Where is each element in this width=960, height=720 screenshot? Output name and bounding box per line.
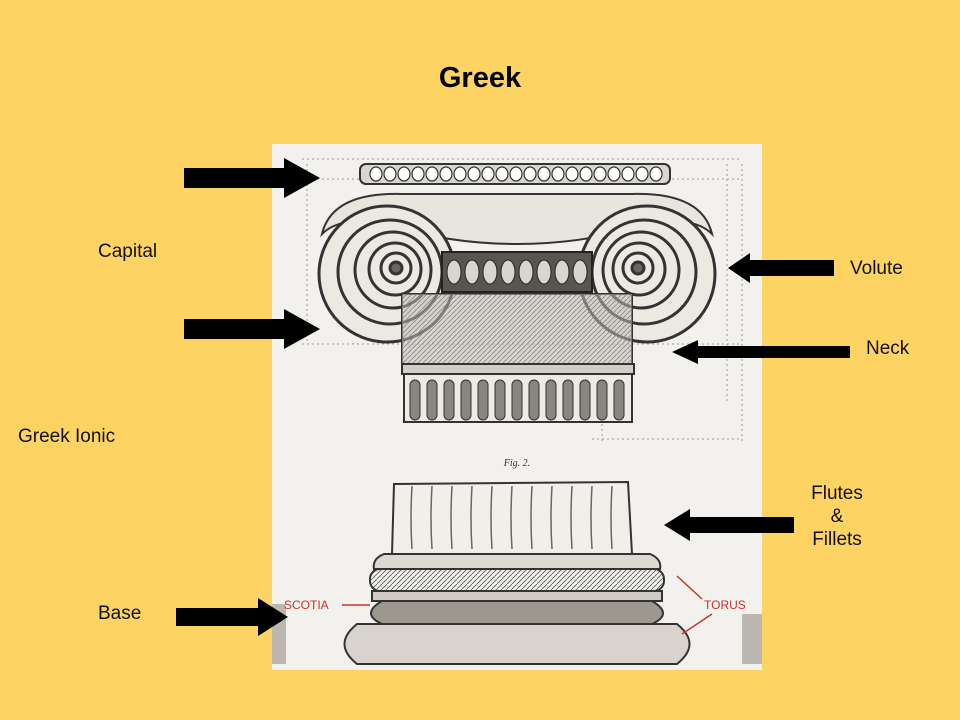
scotia-annotation: SCOTIA	[284, 598, 329, 612]
volute-label: Volute	[850, 258, 903, 279]
flutes-label-line: Flutes	[811, 483, 863, 504]
fillets-label-line: Fillets	[812, 529, 862, 550]
lower-flutes	[390, 480, 634, 555]
fig-caption: Fig. 2.	[503, 458, 530, 469]
arrow-left-icon	[728, 253, 834, 283]
arrow-right-icon	[176, 598, 288, 636]
torus-annotation: TORUS	[704, 598, 746, 612]
arrow-right-icon	[184, 158, 320, 198]
base-label: Base	[98, 603, 142, 624]
greek-ionic-label: Greek Ionic	[18, 426, 116, 447]
ionic-column-engraving: Fig. 2. SCOTIA TORUS	[272, 144, 762, 670]
base-moldings	[343, 553, 691, 665]
arrow-right-icon	[184, 309, 320, 349]
neck-label: Neck	[866, 338, 910, 359]
echinus	[441, 251, 593, 293]
capital-label: Capital	[98, 241, 158, 262]
abacus	[359, 163, 671, 185]
ampersand-label-line: &	[830, 506, 844, 527]
page-title: Greek	[438, 62, 522, 94]
upper-flutes	[403, 373, 633, 423]
arrow-left-icon	[664, 509, 794, 541]
astragal	[401, 363, 635, 375]
flutes-fillets-label: Flutes & Fillets	[796, 482, 878, 551]
arrow-left-icon	[672, 340, 850, 364]
